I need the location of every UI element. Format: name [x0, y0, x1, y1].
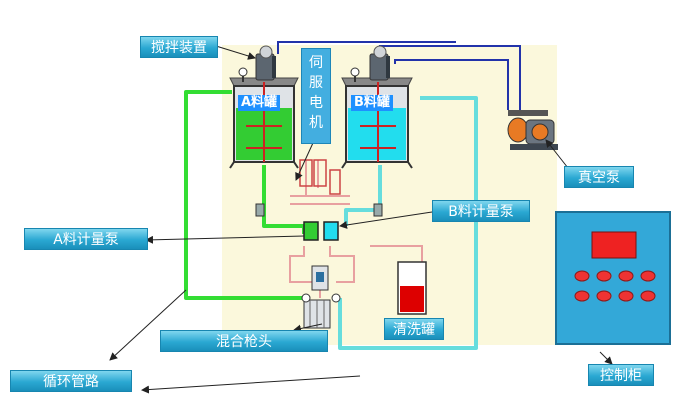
stirrer-motor-b: [350, 45, 390, 82]
tank-a: [229, 77, 299, 169]
mixing-lines: [289, 160, 423, 298]
stirrer-motor-a: [238, 45, 276, 82]
control-cabinet-label: 控制柜: [588, 364, 654, 386]
circulation-label: 循环管路: [10, 370, 132, 392]
tank-b: [341, 77, 413, 169]
metering-pump-b-label: B料计量泵: [432, 200, 530, 222]
vacuum-pump: [507, 110, 558, 150]
mixing-head: [301, 265, 341, 329]
cleaning-tank: [397, 261, 427, 315]
cleaning-tank-label: 清洗罐: [384, 318, 444, 340]
metering-pump-a: [303, 221, 319, 241]
vacuum-pump-label: 真空泵: [564, 166, 634, 188]
mixing-head-label: 混合枪头: [160, 330, 328, 352]
circulation-line-b: [338, 96, 478, 350]
metering-pump-a-label: A料计量泵: [24, 228, 148, 250]
tank-a-label: A料罐: [238, 95, 281, 111]
stirrer-label: 搅拌装置: [140, 36, 218, 58]
control-cabinet: [555, 211, 671, 345]
valves: [255, 203, 383, 217]
metering-pump-b: [323, 221, 339, 241]
servo-motor-label: 伺 服 电 机: [301, 48, 331, 144]
tank-b-label: B料罐: [351, 95, 393, 111]
